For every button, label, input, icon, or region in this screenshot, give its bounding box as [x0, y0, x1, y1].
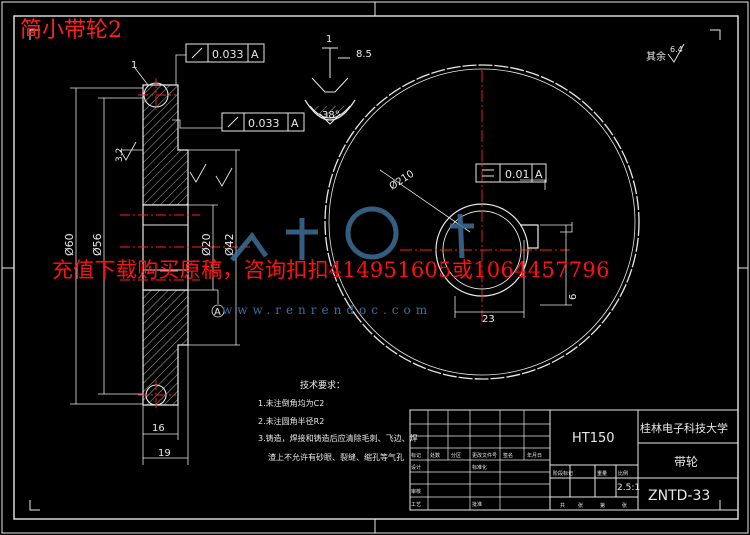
tb-label-9: 标准化: [472, 464, 487, 471]
title-block-small-labels: 标记 处数 分区 更改文件号 签名 年月日 设计 审核 工艺 标准化 批准 阶段…: [411, 452, 628, 509]
dim-d42: Ø42: [223, 233, 236, 256]
tb-label-14: 共: [560, 502, 565, 509]
roughness-other-label: 其余: [646, 50, 666, 63]
notes-line-4: 渣上不允许有砂眼、裂缝、缩孔等气孔: [268, 452, 404, 462]
material-label: HT150: [572, 431, 615, 446]
page-title: 简小带轮2: [20, 18, 122, 43]
groove-detail: [304, 47, 356, 125]
symmetry-datum: A: [535, 168, 543, 181]
groove-callout: 1: [131, 60, 137, 71]
tb-label-1: 处数: [430, 452, 440, 459]
roughness-value: 6.4: [670, 45, 683, 54]
dim-width16: 16: [152, 423, 165, 434]
symmetry-value: 0.01: [505, 168, 530, 181]
notes-line-2: 2.未注圆角半径R2: [258, 416, 324, 426]
section-view: [70, 43, 305, 465]
runout-value-top: 0.033: [212, 48, 244, 61]
runout-value-mid: 0.033: [248, 117, 280, 130]
watermark-url: www.renrendoc.com: [222, 303, 433, 317]
dim-pitch-circle: Ø210: [387, 168, 416, 193]
dim-keyway-width: 6: [568, 294, 579, 300]
tb-label-7: 审核: [411, 488, 421, 495]
runout-frame-top: [185, 43, 265, 63]
tb-label-10: 批准: [472, 501, 482, 508]
tb-label-6: 设计: [411, 464, 421, 471]
part-name: 带轮: [674, 455, 698, 469]
dim-width19: 19: [158, 448, 171, 459]
tb-label-2: 分区: [451, 452, 461, 459]
tb-label-8: 工艺: [411, 502, 421, 508]
school-name: 桂林电子科技大学: [640, 421, 728, 435]
tb-label-3: 更改文件号: [472, 452, 497, 459]
dim-d60: Ø60: [63, 233, 76, 256]
drawing-number: ZNTD-33: [648, 488, 710, 504]
front-view: [324, 64, 640, 380]
dim-d20: Ø20: [200, 233, 213, 256]
inner-rim: [328, 68, 636, 376]
tb-label-11: 阶段标记: [553, 470, 573, 477]
title-block: [409, 409, 739, 511]
tb-label-4: 签名: [503, 452, 513, 459]
runout-datum-top: A: [251, 48, 259, 61]
scale-value: 2.5:1: [617, 483, 640, 493]
outer-rim: [324, 64, 640, 380]
runout-datum-mid: A: [291, 117, 299, 130]
keyway: [520, 224, 539, 249]
tb-label-15: 张: [578, 502, 583, 509]
tb-label-0: 标记: [411, 452, 421, 459]
notes-title: 技术要求：: [300, 379, 345, 391]
dim-groove-1: 1: [326, 34, 332, 45]
dim-groove-8-5: 8.5: [356, 49, 372, 60]
tb-label-16: 第: [600, 502, 605, 509]
bore: [142, 204, 189, 291]
symmetry-frame: [475, 163, 547, 183]
dim-d56: Ø56: [91, 233, 104, 256]
notes-line-1: 1.未注倒角均为C2: [258, 398, 324, 408]
tb-label-13: 比例: [618, 470, 628, 477]
dim-keyway-depth: 23: [482, 314, 495, 325]
dim-groove-angle: 38°: [322, 110, 340, 121]
watermark-logo: [230, 206, 474, 262]
tb-label-12: 重量: [597, 470, 607, 477]
dim-chamfer: 3.2: [115, 148, 125, 162]
tb-label-5: 年月日: [527, 452, 542, 459]
tb-label-17: 张: [622, 502, 627, 509]
datum-label: A: [214, 307, 221, 318]
roughness-symbol: [119, 43, 685, 187]
download-banner: 充值下载购买原稿，咨询扣扣414951605或1064457796: [52, 258, 610, 282]
runout-frame-mid: [221, 112, 305, 132]
notes-line-3: 3.铸造，焊接和铸造后应清除毛刺、飞边、焊: [258, 433, 418, 443]
